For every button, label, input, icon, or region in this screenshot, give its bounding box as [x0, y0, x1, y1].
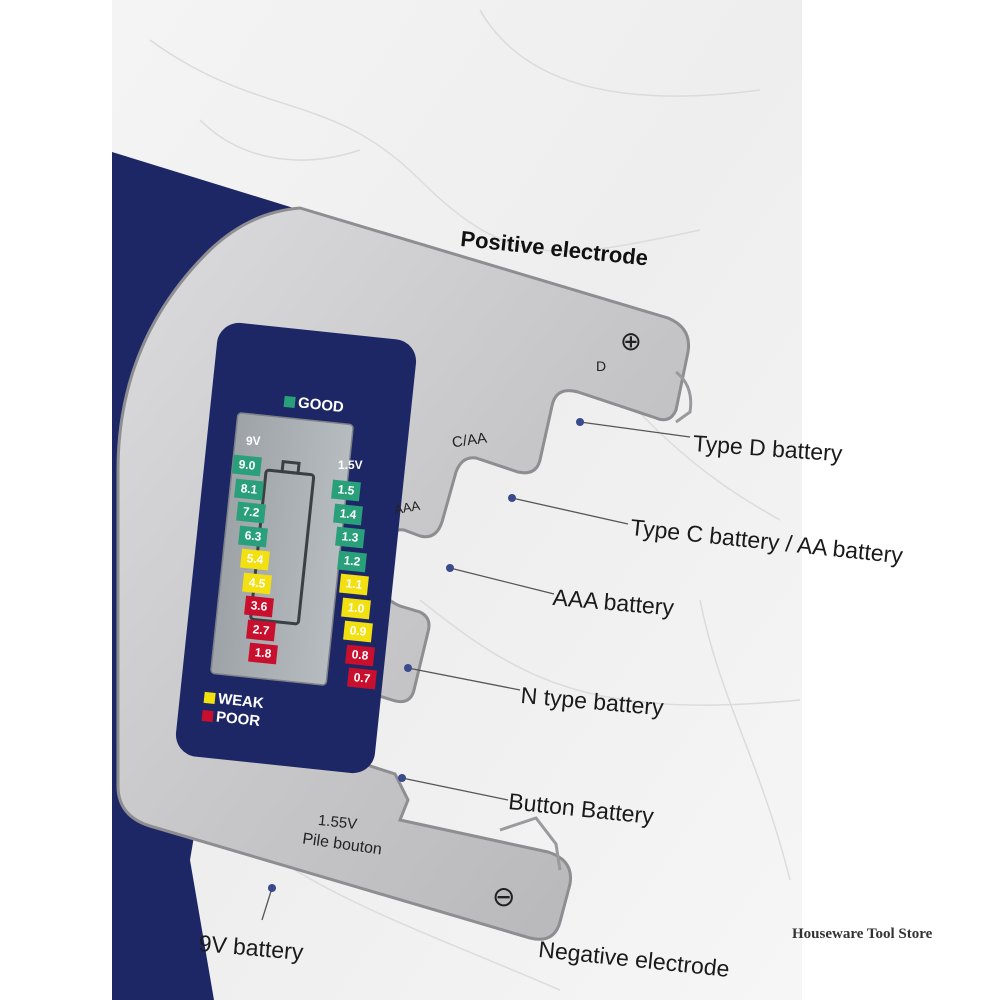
store-watermark: Houseware Tool Store [792, 926, 933, 942]
left-scale-value-3: 6.3 [238, 525, 268, 547]
scale-header-9v: 9V [246, 434, 261, 448]
good-swatch [283, 395, 296, 408]
right-scale-value-3: 1.2 [337, 550, 367, 572]
poor-swatch [201, 709, 214, 723]
left-scale-value-1: 8.1 [234, 478, 264, 500]
left-scale-value-6: 3.6 [244, 595, 274, 618]
left-scale-value-7: 2.7 [246, 619, 276, 641]
slot-label-d: D [596, 358, 607, 374]
left-scale-value-8: 1.8 [248, 642, 278, 665]
right-scale-value-8: 0.7 [347, 667, 377, 690]
left-scale-value-4: 5.4 [240, 548, 270, 571]
minus-icon: ⊖ [492, 881, 516, 912]
left-scale-value-5: 4.5 [242, 572, 272, 594]
leader-dots [268, 418, 584, 892]
button-battery-clip [499, 816, 562, 871]
d-contact-clip [675, 370, 693, 424]
right-scale-value-0: 1.5 [331, 479, 361, 502]
left-scale-value-0: 9.0 [232, 454, 262, 477]
left-scale-value-2: 7.2 [236, 501, 266, 524]
leader-lines [261, 421, 691, 921]
right-scale-value-7: 0.8 [345, 644, 375, 666]
weak-swatch [203, 691, 216, 704]
right-scale-value-2: 1.3 [335, 526, 365, 549]
plus-icon: ⊕ [620, 326, 642, 356]
right-scale-value-5: 1.0 [341, 597, 371, 619]
scale-header-1-5v: 1.5V [338, 458, 363, 472]
right-scale-value-1: 1.4 [333, 503, 363, 525]
right-scale-value-6: 0.9 [343, 620, 373, 643]
right-scale-value-4: 1.1 [339, 573, 369, 596]
